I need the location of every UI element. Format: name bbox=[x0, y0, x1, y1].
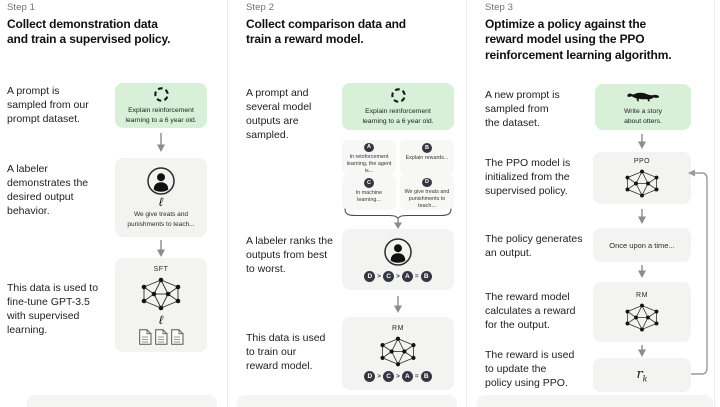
step3-prompt-box: Write a story about otters. bbox=[595, 84, 691, 130]
labeler-person-icon bbox=[383, 237, 413, 267]
step3-annotation-reward: The reward model calculates a reward for… bbox=[485, 291, 576, 332]
step3-annotation-output: The policy generates an output. bbox=[485, 233, 583, 260]
step3-reward-model-box: RM bbox=[593, 282, 691, 342]
step3-annotation-update: The reward is used to update the policy … bbox=[485, 349, 575, 390]
step3-reward-value-box: rk bbox=[593, 358, 691, 392]
rank-circle: A bbox=[401, 271, 413, 282]
step2-prompt-text: Explain reinforcement learning to a 6 ye… bbox=[362, 107, 434, 125]
step2-annotation-train: This data is used to train our reward mo… bbox=[246, 332, 326, 373]
step2-prompt-box: Explain reinforcement learning to a 6 ye… bbox=[342, 83, 454, 130]
letter-badge-b: B bbox=[422, 143, 432, 153]
rm-label: RM bbox=[392, 325, 404, 332]
rank-circle: A bbox=[401, 371, 413, 382]
step1-demonstration-text: We give treats and punishments to teach.… bbox=[127, 211, 195, 228]
rank-circle: C bbox=[383, 271, 395, 282]
ppo-label: PPO bbox=[633, 158, 651, 165]
model-output-chip-c: C In machine learning... bbox=[342, 175, 396, 210]
rank-separator: > bbox=[377, 373, 382, 380]
column-divider bbox=[714, 0, 715, 407]
step3-heading: Optimize a policy against the reward mod… bbox=[485, 17, 672, 62]
rank-separator: = bbox=[414, 373, 419, 380]
output-d-text: We give treats and punishments to teach.… bbox=[404, 188, 450, 209]
step1-prompt-box: Explain reinforcement learning to a 6 ye… bbox=[115, 83, 207, 128]
step2-reward-model-box: RM D > C > A bbox=[342, 317, 454, 390]
model-output-chip-a: A In reinforcement learning, the agent i… bbox=[342, 140, 396, 175]
step1-annotation-prompt: A prompt is sampled from our prompt data… bbox=[7, 85, 89, 126]
step1-sft-model-box: SFT ℓ bbox=[115, 258, 207, 352]
rank-circle: C bbox=[383, 371, 395, 382]
arrow-down-icon bbox=[393, 296, 403, 314]
cycle-icon bbox=[390, 87, 407, 104]
step2-heading: Collect comparison data and train a rewa… bbox=[246, 17, 406, 47]
letter-badge-d: D bbox=[422, 178, 432, 187]
rank-separator: > bbox=[396, 273, 400, 280]
cycle-icon bbox=[153, 86, 170, 103]
rank-circle: B bbox=[420, 371, 432, 382]
step2-label: Step 2 bbox=[246, 2, 275, 13]
reward-symbol: rk bbox=[636, 366, 648, 384]
documents-icon bbox=[138, 328, 184, 345]
ranking-row: D > C > A = B bbox=[364, 371, 432, 382]
feedback-loop-arrow-icon bbox=[685, 168, 711, 382]
step3-ppo-model-box: PPO bbox=[593, 152, 691, 204]
quill-icon: ℓ bbox=[159, 195, 163, 210]
step1-labeler-box: ℓ We give treats and punishments to teac… bbox=[115, 158, 207, 237]
arrow-down-icon bbox=[637, 345, 647, 358]
rank-circle: D bbox=[364, 371, 376, 382]
step1-heading: Collect demonstration data and train a s… bbox=[7, 17, 171, 47]
step3-generated-output-box: Once upon a time... bbox=[593, 228, 691, 262]
arrow-down-icon bbox=[393, 218, 403, 230]
neural-network-icon bbox=[139, 277, 183, 311]
step3-label: Step 3 bbox=[485, 2, 514, 13]
step2-labeler-box: D > C > A = B bbox=[342, 229, 454, 290]
arrow-down-icon bbox=[637, 209, 647, 225]
step3-prompt-text: Write a story about otters. bbox=[623, 108, 663, 125]
next-row-card-top bbox=[27, 395, 217, 407]
step1-label: Step 1 bbox=[7, 2, 36, 13]
neural-network-icon bbox=[378, 336, 418, 367]
otter-icon bbox=[625, 87, 661, 104]
arrow-down-icon bbox=[637, 265, 647, 279]
arrow-down-icon bbox=[637, 134, 647, 150]
model-output-chip-d: D We give treats and punishments to teac… bbox=[400, 175, 454, 210]
step3-annotation-prompt: A new prompt is sampled from the dataset… bbox=[485, 89, 560, 130]
sft-label: SFT bbox=[153, 265, 169, 273]
step2-annotation-labeler: A labeler ranks the outputs from best to… bbox=[246, 235, 333, 276]
generated-output-text: Once upon a time... bbox=[609, 240, 675, 250]
labeler-person-icon bbox=[146, 166, 176, 196]
output-c-text: In machine learning... bbox=[355, 190, 383, 204]
column-divider bbox=[227, 0, 228, 407]
rank-circle: D bbox=[364, 271, 376, 282]
ranking-row: D > C > A = B bbox=[364, 271, 432, 282]
letter-badge-a: A bbox=[364, 143, 374, 152]
next-row-card-top bbox=[237, 395, 457, 407]
step2-annotation-prompt: A prompt and several model outputs are s… bbox=[246, 87, 312, 142]
step1-annotation-finetune: This data is used to fine-tune GPT-3.5 w… bbox=[7, 282, 99, 337]
quill-icon: ℓ bbox=[159, 312, 163, 327]
output-a-text: In reinforcement learning, the agent is.… bbox=[346, 153, 392, 174]
rank-separator: = bbox=[414, 273, 419, 280]
arrow-down-icon bbox=[156, 240, 166, 258]
step3-annotation-init: The PPO model is initialized from the su… bbox=[485, 157, 571, 198]
rm-label: RM bbox=[636, 292, 648, 299]
arrow-down-icon bbox=[156, 133, 166, 153]
next-row-card-top bbox=[477, 395, 713, 407]
step1-prompt-text: Explain reinforcement learning to a 6 ye… bbox=[125, 106, 197, 124]
rank-separator: > bbox=[377, 273, 382, 280]
neural-network-icon bbox=[623, 303, 661, 332]
column-divider bbox=[466, 0, 467, 407]
rank-separator: > bbox=[396, 373, 400, 380]
step1-annotation-labeler: A labeler demonstrates the desired outpu… bbox=[7, 163, 89, 218]
model-output-chip-b: B Explain rewards... bbox=[400, 140, 454, 175]
output-b-text: Explain rewards... bbox=[405, 155, 449, 161]
neural-network-icon bbox=[623, 169, 661, 198]
rank-circle: B bbox=[420, 271, 432, 282]
letter-badge-c: C bbox=[364, 178, 374, 188]
